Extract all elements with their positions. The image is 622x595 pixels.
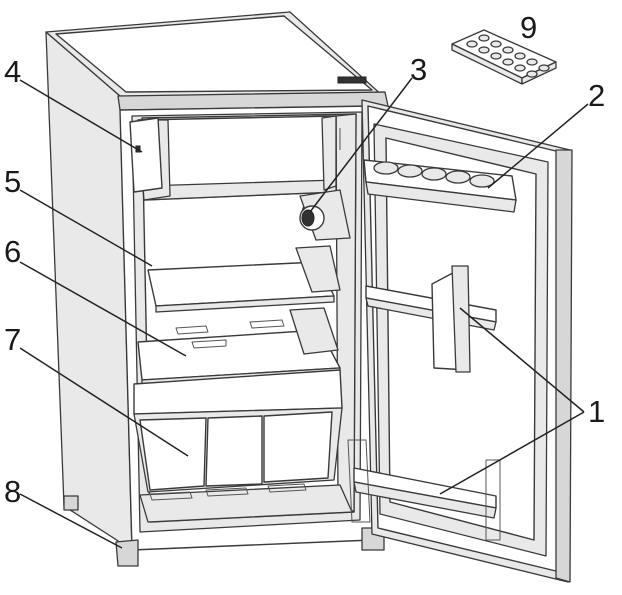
callout-9: 9 — [520, 10, 537, 45]
callout-8: 8 — [4, 474, 21, 509]
glass-shelf-upper — [147, 245, 341, 313]
leader-2 — [487, 103, 589, 189]
leader-4 — [19, 79, 143, 153]
freezer-compartment — [129, 115, 341, 201]
callout-4: 4 — [4, 54, 21, 89]
ice-cube-tray — [451, 29, 557, 85]
callout-7: 7 — [4, 322, 21, 357]
freezer-door — [129, 117, 163, 193]
leader-6 — [19, 261, 187, 357]
callout-1: 1 — [588, 394, 605, 429]
leader-8 — [19, 493, 123, 549]
callout-5: 5 — [4, 164, 21, 199]
leader-7 — [19, 347, 189, 457]
callout-6: 6 — [4, 234, 21, 269]
callout-numbers: 4 5 6 7 8 3 2 1 9 — [4, 10, 605, 509]
leader-1a — [459, 307, 585, 413]
fridge-door — [347, 99, 573, 583]
thermostat-lamp — [299, 189, 351, 241]
crisper-drawer — [133, 369, 343, 501]
leader-lines — [19, 77, 589, 549]
leader-5 — [19, 189, 153, 267]
callout-2: 2 — [588, 78, 605, 113]
callout-3: 3 — [410, 52, 427, 87]
adjustable-foot — [115, 539, 139, 567]
leader-1b — [439, 411, 585, 495]
leader-3 — [309, 77, 413, 213]
control-knob — [337, 76, 367, 84]
